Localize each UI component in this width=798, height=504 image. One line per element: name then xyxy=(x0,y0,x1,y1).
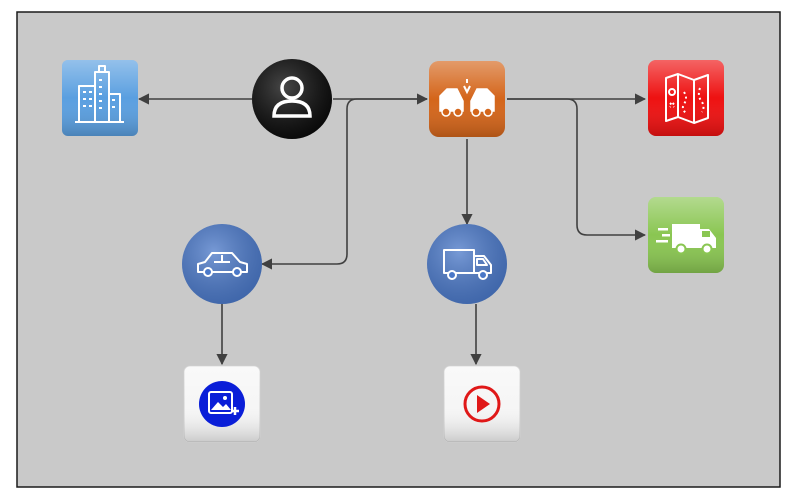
node-delivery[interactable] xyxy=(648,197,724,273)
car-crash-icon xyxy=(439,79,495,117)
add-image-icon xyxy=(199,381,245,427)
node-play[interactable] xyxy=(443,365,521,443)
connectors xyxy=(137,93,647,366)
edge-accident-to-delivery xyxy=(507,98,647,241)
user-icon xyxy=(272,76,312,118)
node-accident[interactable] xyxy=(429,61,505,137)
node-user[interactable] xyxy=(252,59,332,139)
car-icon xyxy=(197,252,248,277)
node-car[interactable] xyxy=(182,224,262,304)
node-add-image[interactable] xyxy=(183,365,261,443)
edge-accident-to-car xyxy=(260,98,427,270)
building-icon xyxy=(75,65,124,123)
delivery-van-icon xyxy=(656,224,716,255)
node-map[interactable] xyxy=(648,60,724,136)
node-building[interactable] xyxy=(62,60,138,136)
map-icon xyxy=(665,73,709,124)
play-icon xyxy=(463,385,501,423)
truck-icon xyxy=(443,249,492,280)
node-truck[interactable] xyxy=(427,224,507,304)
